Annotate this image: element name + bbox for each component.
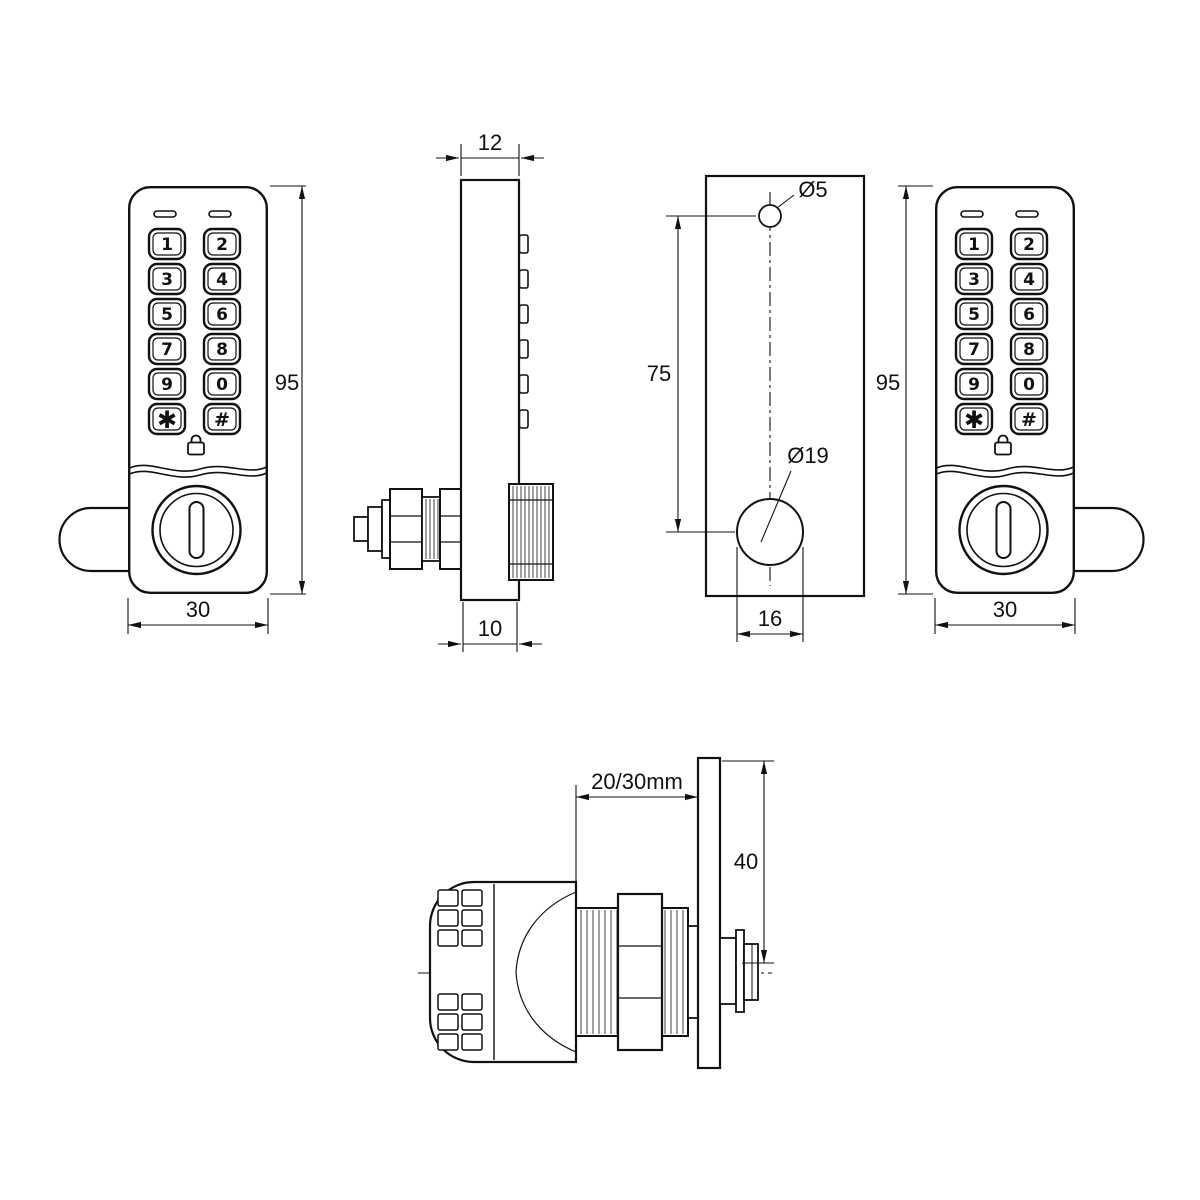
side-view: 12 10 xyxy=(353,130,554,652)
button-profile-bumps xyxy=(518,234,529,429)
leader-line xyxy=(776,194,795,209)
dim-label: 10 xyxy=(478,616,502,641)
mounting-plate-view: Ø5 75 Ø19 16 xyxy=(647,174,866,642)
assembly-view: 20/30mm 40 xyxy=(418,756,774,1070)
latch-bolt-right xyxy=(1073,506,1145,573)
dim-label: 95 xyxy=(876,370,900,395)
leader-line xyxy=(760,470,792,543)
mounting-hex-nut xyxy=(616,892,664,1052)
washer xyxy=(381,499,391,559)
spindle-end xyxy=(743,943,759,1001)
dimension-thickness-10: 10 xyxy=(438,602,542,652)
hex-nut-facets xyxy=(618,945,662,999)
dimension-height-95: 95 xyxy=(270,185,306,595)
wheel-bands xyxy=(509,499,553,565)
grip-ridges xyxy=(437,889,483,1051)
dim-label-hole-diameter: Ø5 xyxy=(798,177,827,202)
dimension-thickness-12: 12 xyxy=(436,130,544,176)
hex-nut-facets xyxy=(390,515,422,543)
latch-bolt-left xyxy=(58,506,130,573)
dimension-width-16: 16 xyxy=(736,547,804,642)
cam-bar xyxy=(696,756,722,1070)
dome-profile-line xyxy=(515,891,577,1053)
cam-hole xyxy=(736,498,804,566)
shaft-step xyxy=(367,506,383,552)
dim-label: 30 xyxy=(993,597,1017,622)
dim-label: 30 xyxy=(186,597,210,622)
dimension-height-95: 95 xyxy=(876,185,933,595)
thread-lines xyxy=(425,499,439,559)
front-view-right: 95 30 xyxy=(876,185,1145,634)
dim-label: 12 xyxy=(478,130,502,155)
dimension-spacing-75: 75 xyxy=(647,215,756,533)
hex-nut xyxy=(389,488,423,570)
spindle xyxy=(719,937,737,1005)
dimension-barrel-length: 20/30mm xyxy=(575,769,698,904)
shaft-end-cap xyxy=(353,516,369,542)
washer xyxy=(687,925,699,1019)
knurled-cam-wheel xyxy=(508,483,554,581)
dim-label: 20/30mm xyxy=(591,769,683,794)
dimension-cam-length-40: 40 xyxy=(722,760,774,964)
dim-label: 40 xyxy=(734,849,758,874)
dim-label: 16 xyxy=(758,606,782,631)
knurl-lines xyxy=(512,486,550,578)
dimension-width-30: 30 xyxy=(934,597,1076,634)
spindle-flange xyxy=(735,929,745,1013)
dim-label-hole-diameter: Ø19 xyxy=(787,443,829,468)
front-view-left: 95 30 xyxy=(58,185,306,634)
dimension-width-30: 30 xyxy=(127,597,269,634)
fixing-hole xyxy=(758,204,782,228)
threaded-shaft xyxy=(353,488,467,570)
thread-section xyxy=(421,496,441,562)
dim-label: 75 xyxy=(647,361,671,386)
dim-label: 95 xyxy=(275,370,299,395)
